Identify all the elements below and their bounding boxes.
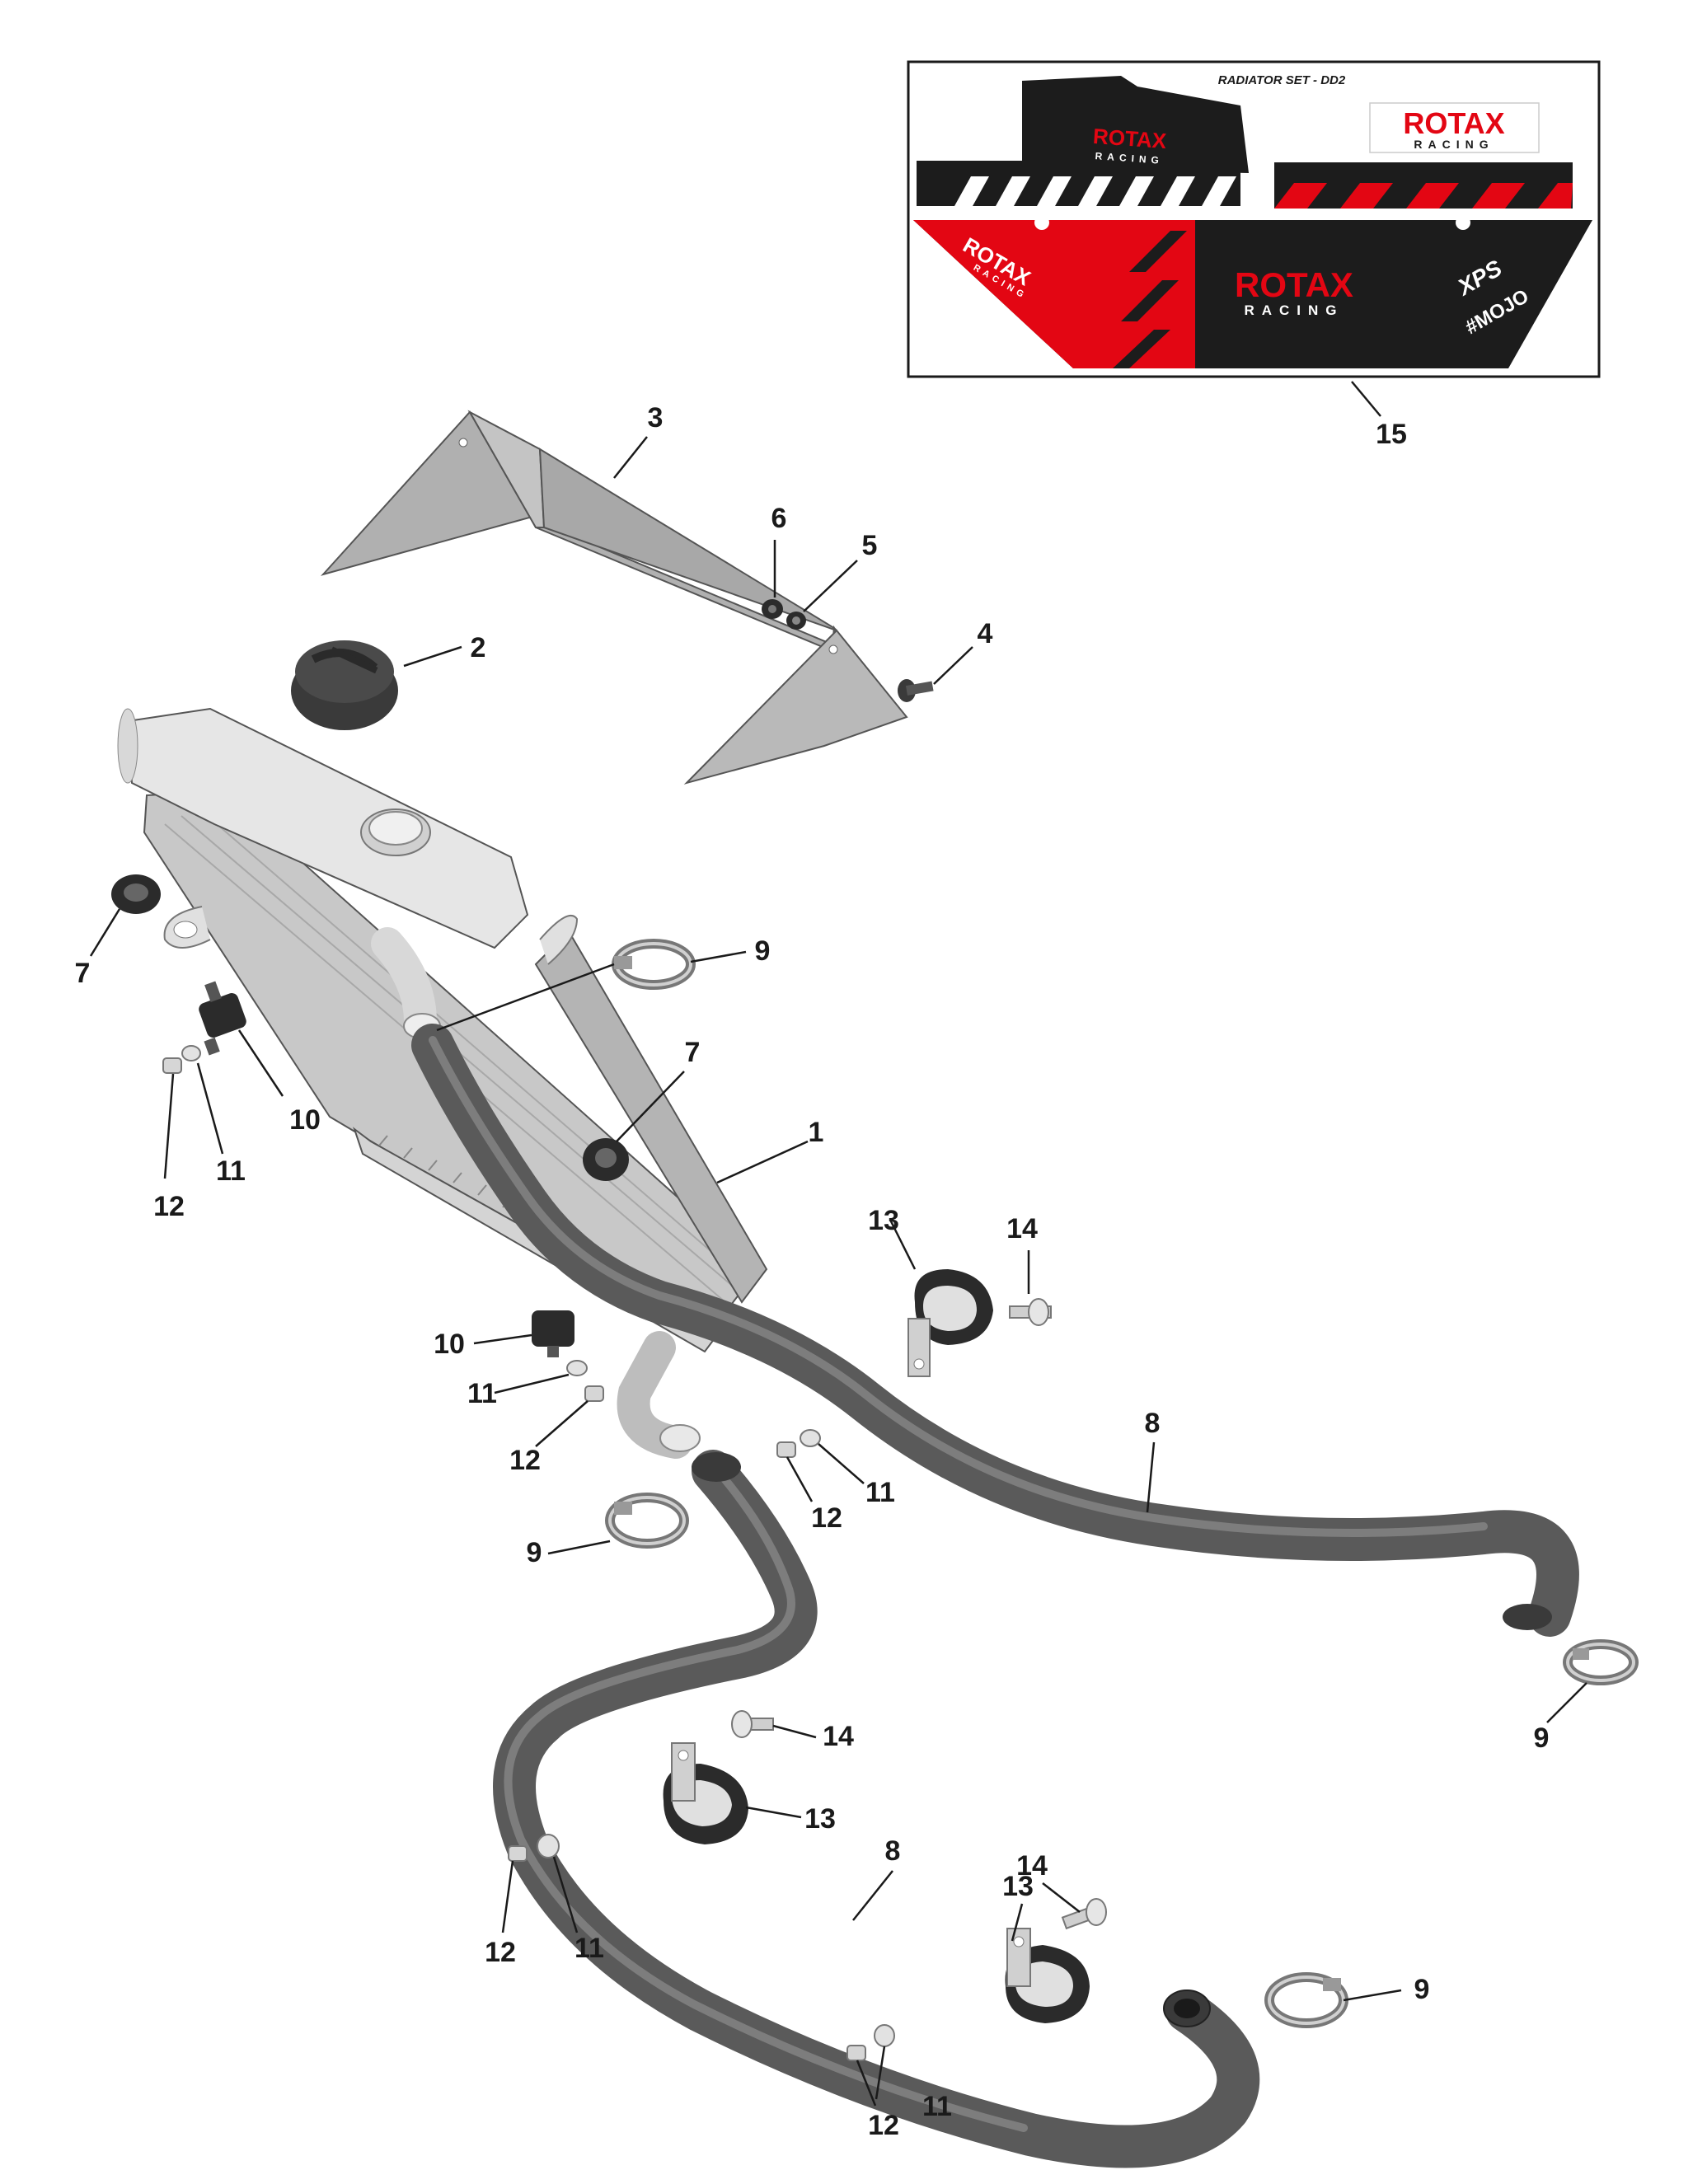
washer-11-top: [181, 1045, 201, 1062]
p-clip-13-middle: [663, 1742, 748, 1844]
nut-12-bottom: [846, 2045, 866, 2061]
decal-sheet-title: RADIATOR SET - DD2: [1218, 73, 1346, 87]
radiator-top-tank: [117, 707, 579, 1039]
callout-7-left: 7: [75, 958, 91, 989]
radiator-shroud-bracket: [320, 410, 908, 785]
washer-11-lower-left: [537, 1834, 560, 1858]
nut-12-lower-left: [508, 1845, 528, 1862]
leader-lines: [89, 381, 1587, 2107]
callout-5: 5: [862, 530, 878, 561]
hose-clamp-9-right: [1563, 1639, 1639, 1685]
nut-12-center: [776, 1441, 796, 1458]
decal-right-stripe: [1274, 162, 1573, 209]
callout-14-middle: 14: [823, 1721, 854, 1752]
callout-12-center: 12: [811, 1502, 842, 1534]
decal-right-brand: ROTAX: [1403, 106, 1504, 140]
callout-4: 4: [978, 618, 993, 649]
decal-left-brand: ROTAX: [1092, 124, 1168, 153]
bolt-14-middle: [731, 1710, 774, 1738]
grommet-5: [786, 612, 806, 630]
callout-11-top: 11: [216, 1155, 246, 1187]
callout-6: 6: [771, 503, 787, 534]
callout-2: 2: [471, 632, 486, 663]
callout-13-upper: 13: [868, 1205, 899, 1236]
decal-left-flag: ROTAX RACING: [917, 76, 1249, 206]
callout-12-bottom: 12: [868, 2110, 899, 2141]
decal-right-logo: ROTAX RACING: [1369, 102, 1540, 153]
decal-left-brand-sub: RACING: [1095, 150, 1164, 166]
callout-10-top: 10: [289, 1104, 321, 1136]
callout-12-top: 12: [153, 1191, 185, 1222]
callout-8-lower: 8: [885, 1835, 901, 1867]
callout-10-bottom: 10: [434, 1329, 465, 1360]
callout-13-middle: 13: [804, 1803, 836, 1835]
bolt-14-lower: [1061, 1898, 1107, 1930]
callout-7-right: 7: [685, 1037, 701, 1068]
callout-labels: 15 3 6 5 4 2 7 9 7 1 10 11 12 13 14 10 1…: [75, 402, 1550, 2141]
bolt-14-upper: [1009, 1298, 1052, 1326]
callout-9-mid: 9: [527, 1537, 542, 1568]
decal-main-brand-sub: RACING: [1244, 302, 1344, 318]
callout-11-center: 11: [865, 1477, 895, 1508]
washer-11-bottom: [874, 2024, 895, 2047]
hose-clamp-9-mid: [605, 1493, 689, 1549]
rubber-mount-10-top: [199, 981, 246, 1056]
callout-11-lower-left: 11: [574, 1933, 604, 1964]
p-clip-13-upper: [907, 1269, 993, 1377]
callout-13-lower: 13: [1002, 1871, 1034, 1902]
grommet-7-right: [583, 1138, 629, 1181]
callout-12-mid: 12: [509, 1445, 541, 1476]
callout-9-right: 9: [1534, 1722, 1550, 1754]
callout-9-bottom: 9: [1414, 1974, 1430, 2005]
decal-sheet: RADIATOR SET - DD2 ROTAX RACING ROTAX RA…: [907, 60, 1601, 378]
shroud-fastener-4: [898, 679, 934, 702]
decal-main-panel: ROTAX RACING ROTAX RACING XPS #MOJO: [913, 215, 1592, 368]
callout-8-upper: 8: [1145, 1408, 1161, 1439]
grommet-6: [762, 599, 783, 619]
callout-9-top: 9: [755, 935, 771, 967]
p-clip-13-lower: [1005, 1928, 1090, 2023]
hose-clamp-9-bottom: [1264, 1972, 1348, 2028]
callout-11-bottom: 11: [922, 2091, 952, 2122]
hose-clamp-9-top: [612, 939, 696, 990]
callout-14-upper: 14: [1006, 1213, 1038, 1244]
decal-right-brand-sub: RACING: [1414, 138, 1494, 151]
washer-11-mid: [566, 1360, 588, 1376]
nut-12-mid: [584, 1385, 604, 1402]
callout-14-lower: 14: [1016, 1850, 1048, 1882]
callout-3: 3: [648, 402, 664, 434]
callout-15: 15: [1376, 419, 1407, 450]
washer-11-center: [800, 1429, 821, 1447]
grommet-7-left: [111, 874, 161, 914]
callout-12-lower-left: 12: [485, 1937, 516, 1968]
nut-12-top: [162, 1057, 182, 1074]
rubber-mount-10-bottom: [532, 1310, 574, 1357]
decal-main-brand: ROTAX: [1235, 265, 1353, 304]
callout-1: 1: [809, 1117, 824, 1148]
radiator-cap: [291, 640, 398, 730]
callout-11-mid: 11: [467, 1378, 497, 1409]
coolant-hose-upper: [411, 1024, 1579, 1637]
coolant-hose-lower: [493, 1450, 1260, 2168]
